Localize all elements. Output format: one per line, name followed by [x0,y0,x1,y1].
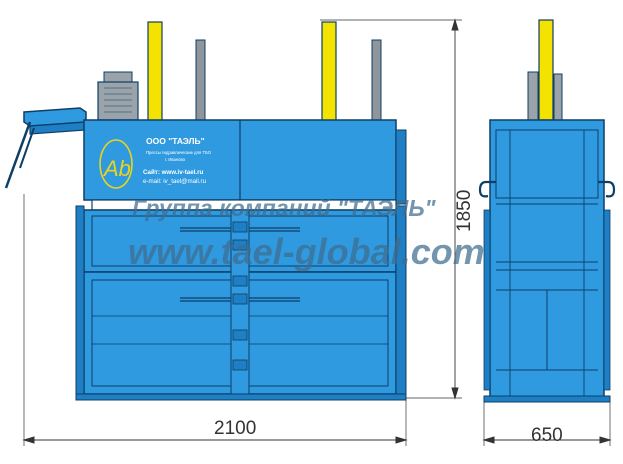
side-hook-left [478,180,496,198]
watermark-line1: Группа компаний "ТАЭЛЬ" [132,195,437,221]
ram-rod-right [321,21,337,123]
guide-rod-right [371,39,382,123]
logo-mark: Ab [102,156,131,181]
ram-rod-left [147,21,163,123]
side-hook-right [598,180,616,198]
motor [97,71,139,121]
front-base [75,393,407,401]
company-name: ООО "ТАЭЛЬ" [146,136,205,146]
company-label: Ab ООО "ТАЭЛЬ" Прессы гидравлические для… [99,136,212,189]
dimensions: 1850 2100 650 [22,18,612,446]
watermark-line2: www.tael-global.com [128,231,485,272]
front-width-dimension: 2100 [214,418,256,439]
side-ram-rod [538,19,554,121]
front-view: Ab ООО "ТАЭЛЬ" Прессы гидравлические для… [4,21,407,401]
company-line2: г. Иваново [165,157,186,162]
feed-chute [4,107,87,189]
guide-rod-left [195,39,206,123]
side-width-dimension: 650 [531,425,563,446]
height-dimension: 1850 [454,190,475,232]
watermark: Группа компаний "ТАЭЛЬ" www.tael-global.… [128,195,485,272]
company-line1: Прессы гидравлические для ТБО [146,150,212,155]
side-base [483,395,611,403]
company-site: Сайт: www.iv-tael.ru [143,169,204,176]
side-view [478,19,616,403]
center-hinges [230,209,250,395]
company-email: e-mail: iv_tael@mail.ru [143,178,207,185]
